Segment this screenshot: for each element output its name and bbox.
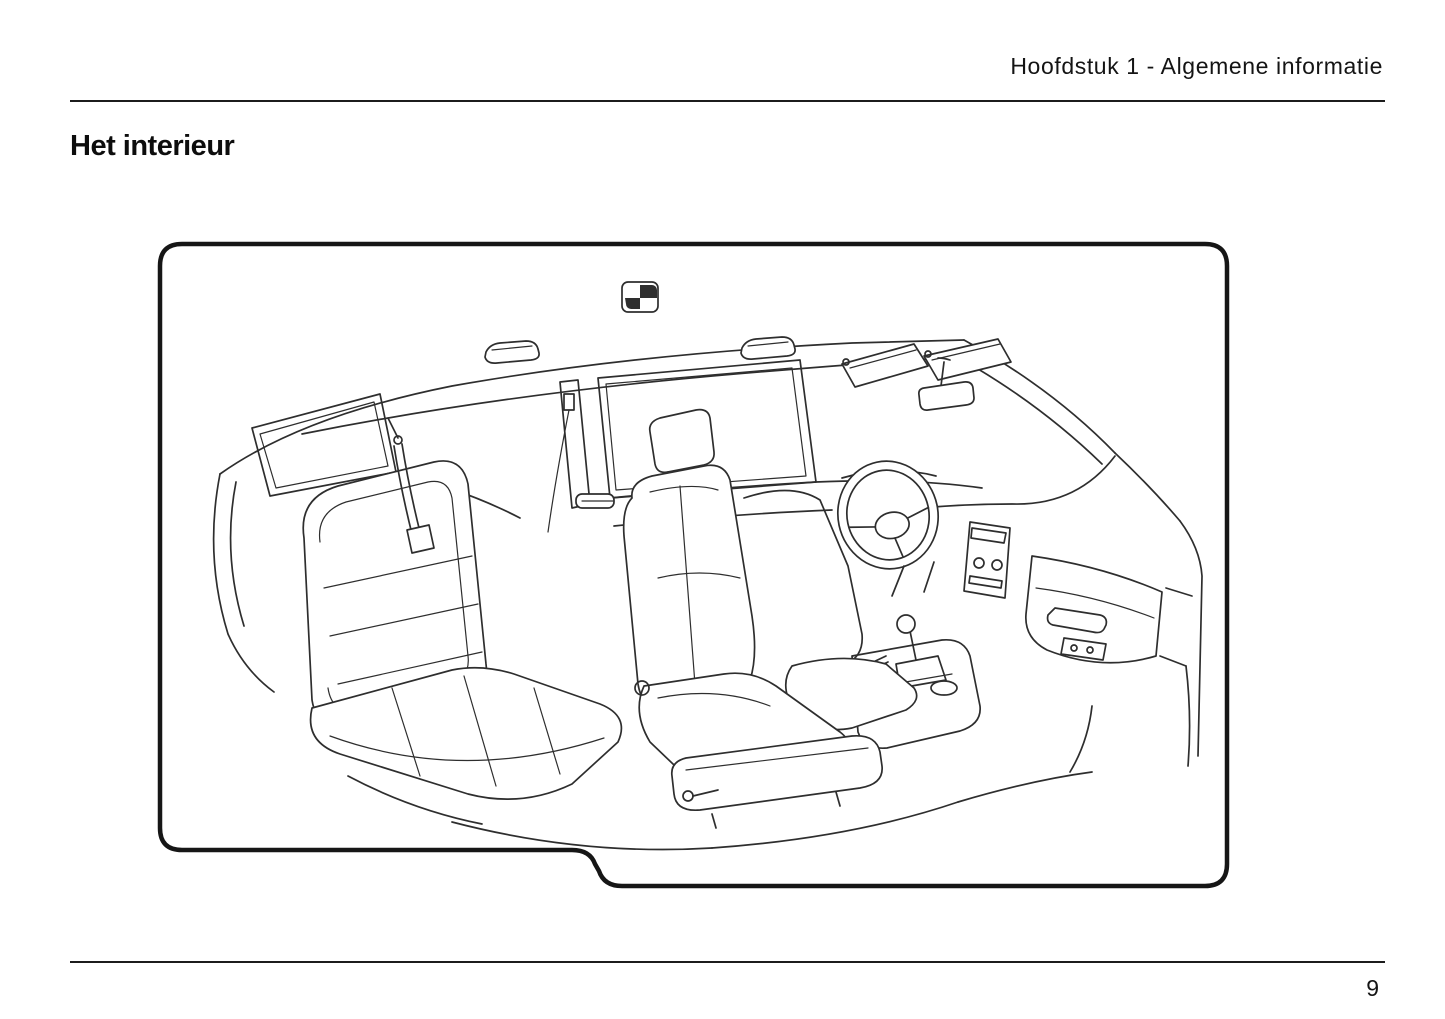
glovebox <box>1025 555 1163 664</box>
rear-bench-seat <box>302 460 623 801</box>
section-title: Het interieur <box>70 130 235 163</box>
right-door-panel <box>1046 607 1191 767</box>
front-seat-right <box>743 489 918 731</box>
bottom-divider <box>70 961 1385 963</box>
interior-figure <box>152 236 1242 901</box>
seat-adjuster-bar <box>670 734 883 829</box>
sun-visor-left <box>841 343 929 388</box>
center-stack <box>963 521 1011 599</box>
top-divider <box>70 100 1385 102</box>
grab-handle-left <box>484 340 540 364</box>
rearview-mirror <box>918 357 975 411</box>
steering-wheel <box>836 460 940 570</box>
chapter-header: Hoofdstuk 1 - Algemene informatie <box>1010 53 1383 79</box>
steering-column <box>891 561 935 597</box>
sun-visor-right <box>923 338 1012 381</box>
page-number: 9 <box>1366 975 1379 1001</box>
grab-handle-right <box>740 336 796 360</box>
car-interior-illustration <box>157 241 1230 889</box>
rear-seatbelt <box>387 417 435 554</box>
floor-lines <box>347 705 1093 851</box>
door-handle <box>575 493 615 509</box>
dashboard <box>841 469 1203 757</box>
dome-lamp-badge <box>621 281 659 313</box>
